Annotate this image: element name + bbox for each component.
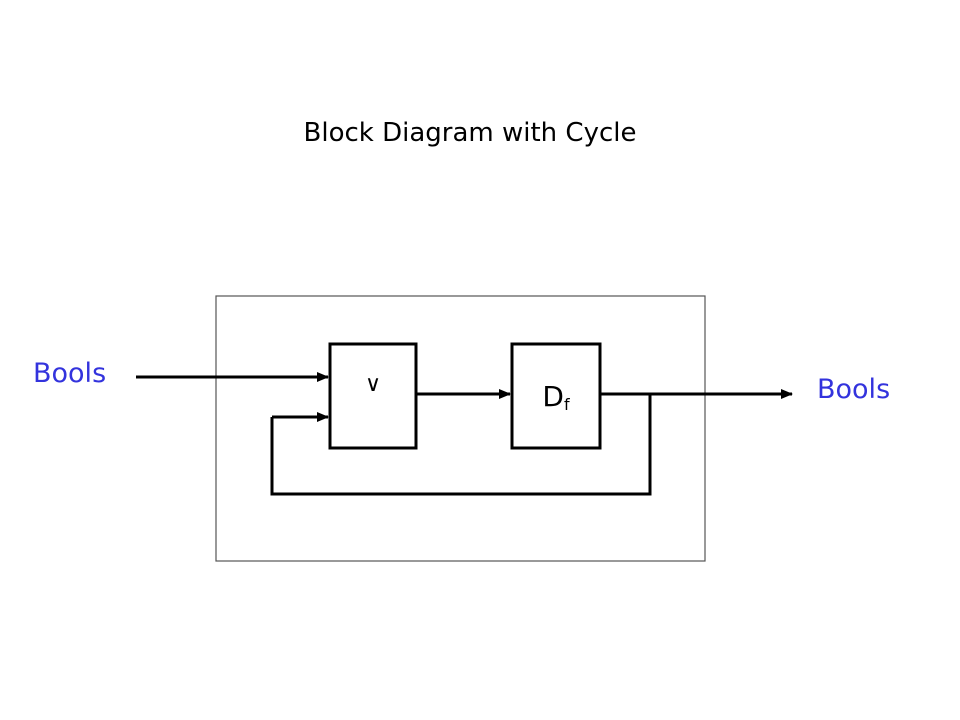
or-symbol: ∨ <box>364 372 382 397</box>
delay-label: Df <box>512 380 600 414</box>
outer-box <box>215 295 706 562</box>
delay-main: D <box>542 380 564 413</box>
feedback-loop <box>270 394 652 496</box>
or-block <box>328 342 418 450</box>
delay-subscript: f <box>563 395 570 414</box>
input-label: Bools <box>33 358 107 389</box>
output-label: Bools <box>817 374 891 405</box>
diagram-title: Block Diagram with Cycle <box>303 118 637 148</box>
delay-block <box>510 342 602 450</box>
